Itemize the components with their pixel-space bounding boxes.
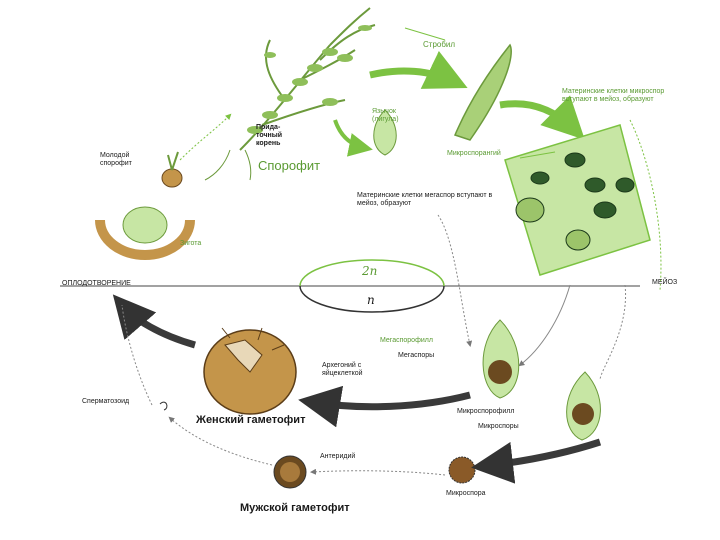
microspores	[572, 403, 594, 425]
label-diploid: 2n	[362, 264, 378, 278]
label-antheridium: Антеридий	[320, 453, 356, 460]
sporophyte-plant	[204, 7, 376, 181]
diploid-phase-arc	[299, 259, 445, 287]
label-megaspores: Мегаспоры	[398, 352, 435, 359]
arrow-strobile-to-microsporangium	[499, 95, 585, 140]
strobile-cone	[453, 43, 512, 141]
label-mother-megaspore: Материнские клетки мегаспор вступают в м…	[357, 192, 493, 207]
label-microsporangium: Микроспорангий	[447, 150, 501, 157]
zygote-ring	[95, 219, 195, 260]
microsporangium-tissue	[504, 124, 651, 276]
label-male-gametophyte: Мужской гаметофит	[240, 502, 350, 514]
arrow-megaspore-to-female-gametophyte	[298, 385, 471, 428]
label-sporophyte: Спорофит	[258, 158, 321, 173]
label-archegonium: Архегоний с яйцеклеткой	[322, 362, 363, 377]
megaspores	[488, 360, 512, 384]
label-haploid: n	[367, 293, 375, 307]
label-megasporophyll: Мегаспорофилл	[380, 337, 433, 344]
young-sporophyte	[161, 168, 183, 188]
label-ligule: Язычок (лигула)	[372, 108, 399, 123]
label-female-gametophyte: Женский гаметофит	[196, 414, 306, 426]
label-microsporophyll: Микроспорофилл	[457, 408, 515, 415]
zygote	[122, 206, 168, 244]
label-strobile: Стробил	[423, 40, 456, 49]
label-adventitious-root: Прида-точный корень	[256, 124, 283, 147]
label-fertilization: ОПЛОДОТВОРЕНИЕ	[62, 280, 131, 287]
arrow-sporophyte-to-strobile	[369, 50, 468, 89]
label-meiosis: МЕЙОЗ	[652, 279, 678, 286]
label-young-sporophyte: Молодой спорофит	[100, 152, 132, 167]
label-microspore: Микроспора	[446, 490, 486, 497]
sporophyte-leaves	[247, 25, 372, 134]
ligule-leaf	[373, 109, 397, 156]
sporangia	[515, 152, 635, 251]
haploid-phase-arc	[299, 285, 445, 313]
spermatozoid	[159, 401, 168, 411]
label-mother-microspore: Материнские клетки микроспор вступают в …	[562, 88, 665, 103]
arrow-to-fertilization	[112, 294, 196, 349]
arrow-to-microspore	[471, 438, 602, 484]
label-microspores: Микроспоры	[478, 423, 519, 430]
megasporophyll	[482, 319, 520, 399]
label-zygote: Зигота	[180, 240, 202, 247]
arrow-to-ligule	[333, 119, 373, 157]
microspore	[448, 456, 476, 484]
label-spermatozoid: Сперматозоид	[82, 398, 130, 405]
